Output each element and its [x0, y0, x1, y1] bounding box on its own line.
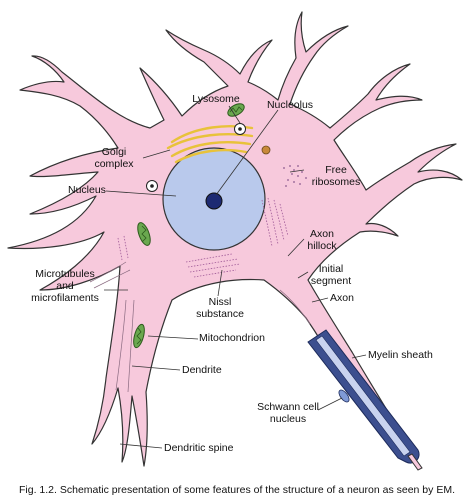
label-myelin-sheath: Myelin sheath	[368, 349, 433, 361]
axon-tail	[407, 453, 423, 471]
label-golgi-line1: Golgi	[101, 146, 127, 158]
myelin-sheath-shape	[307, 329, 420, 464]
label-golgi-complex: Golgi complex	[84, 146, 144, 170]
label-nissl-line1: Nissl	[208, 296, 232, 308]
figure-caption: Fig. 1.2. Schematic presentation of some…	[19, 484, 455, 496]
leader-lines	[104, 105, 367, 449]
label-free-ribosomes: Free ribosomes	[306, 164, 366, 188]
label-axon-hillock-line1: Axon	[310, 228, 334, 240]
microtubules-lines	[89, 261, 311, 393]
label-schwann-line2: nucleus	[269, 413, 307, 425]
label-axon-hillock-line2: hillock	[307, 240, 337, 252]
lysosome-shape-2	[146, 180, 158, 192]
nissl-substance-marks	[117, 197, 289, 278]
label-lysosome: Lysosome	[192, 93, 240, 105]
mitochondrion-shape-2	[137, 222, 151, 246]
label-nucleolus: Nucleolus	[266, 99, 314, 111]
label-axon: Axon	[330, 292, 354, 304]
label-nissl-line2: substance	[196, 308, 244, 320]
label-initial-segment: Initial segment	[306, 263, 356, 287]
label-initial-line2: segment	[310, 275, 352, 287]
label-microtubules-line1: Microtubules	[35, 268, 95, 280]
nucleolus-shape	[205, 192, 223, 210]
label-free-line1: Free	[325, 164, 347, 176]
label-dendritic-spine: Dendritic spine	[164, 442, 234, 454]
label-free-line2: ribosomes	[311, 176, 361, 188]
label-axon-hillock: Axon hillock	[300, 228, 344, 252]
label-initial-line1: Initial	[318, 263, 344, 275]
label-dendrite: Dendrite	[182, 364, 222, 376]
label-nucleus: Nucleus	[68, 184, 106, 196]
label-mitochondrion: Mitochondrion	[199, 332, 265, 344]
label-microtubules-line2: and	[56, 280, 74, 292]
mitochondrion-shape-3	[133, 323, 145, 349]
label-schwann-cell-nucleus: Schwann cell nucleus	[256, 401, 320, 425]
label-microtubules: Microtubules and microfilaments	[24, 268, 106, 304]
granule-shape	[261, 145, 271, 155]
label-schwann-line1: Schwann cell	[257, 401, 319, 413]
free-ribosomes-dots	[283, 165, 307, 187]
label-nissl-substance: Nissl substance	[190, 296, 250, 320]
lysosome-shape	[234, 123, 246, 135]
label-golgi-line2: complex	[94, 158, 134, 170]
mitochondrion-shape	[227, 103, 245, 117]
label-microtubules-line3: microfilaments	[31, 292, 99, 304]
